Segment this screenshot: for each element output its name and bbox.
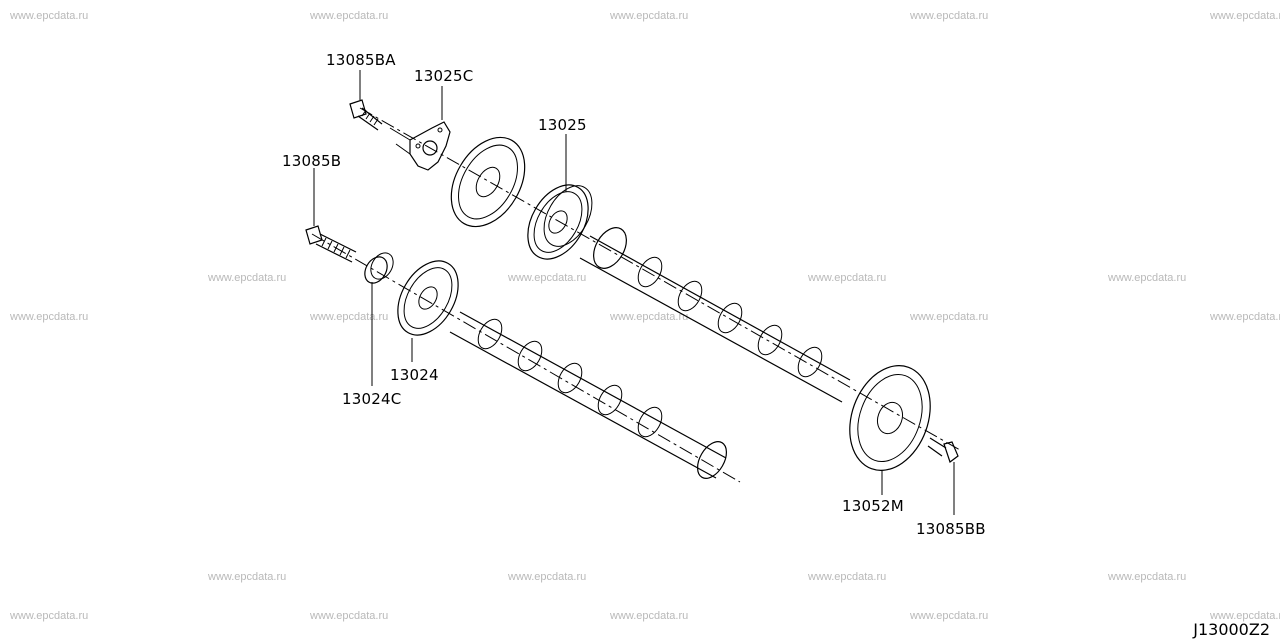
- gear-13052M: [849, 365, 931, 471]
- watermark: www.epcdata.ru: [10, 311, 89, 323]
- watermark: www.epcdata.ru: [1108, 272, 1187, 284]
- watermark: www.epcdata.ru: [910, 10, 989, 22]
- gear-13024: [397, 260, 459, 336]
- sprocket-disc: [450, 136, 526, 228]
- watermark: www.epcdata.ru: [610, 311, 689, 323]
- plate-13025C: [389, 121, 451, 171]
- label-13024: 13024: [390, 366, 439, 384]
- watermark: www.epcdata.ru: [910, 311, 989, 323]
- label-13085B: 13085B: [282, 152, 342, 170]
- watermark: www.epcdata.ru: [508, 272, 587, 284]
- label-13085BB: 13085BB: [916, 520, 986, 538]
- lower-camshaft: [449, 311, 728, 479]
- watermark: www.epcdata.ru: [10, 10, 89, 22]
- watermark: www.epcdata.ru: [508, 571, 587, 583]
- label-13025: 13025: [538, 116, 587, 134]
- watermark: www.epcdata.ru: [808, 272, 887, 284]
- diagram-code: J13000Z2: [1193, 620, 1270, 639]
- watermark: www.epcdata.ru: [208, 571, 287, 583]
- watermark: www.epcdata.ru: [310, 311, 389, 323]
- label-13025C: 13025C: [414, 67, 474, 85]
- bolt-13085BB: [927, 437, 959, 463]
- watermark: www.epcdata.ru: [10, 610, 89, 622]
- label-13052M: 13052M: [842, 497, 904, 515]
- upper-axis-line: [359, 107, 961, 451]
- gear-13025: [527, 184, 593, 260]
- watermark: www.epcdata.ru: [910, 610, 989, 622]
- watermark: www.epcdata.ru: [808, 571, 887, 583]
- watermark: www.epcdata.ru: [1210, 311, 1280, 323]
- watermark: www.epcdata.ru: [1210, 610, 1280, 622]
- bolt-13085B: [305, 225, 357, 263]
- watermark: www.epcdata.ru: [610, 10, 689, 22]
- watermark: www.epcdata.ru: [610, 610, 689, 622]
- bolt-13085BA: [349, 99, 383, 131]
- watermark: www.epcdata.ru: [310, 610, 389, 622]
- watermark: www.epcdata.ru: [1210, 10, 1280, 22]
- upper-camshaft: [579, 227, 851, 403]
- watermark: www.epcdata.ru: [1108, 571, 1187, 583]
- lower-axis-line: [311, 233, 741, 483]
- label-13085BA: 13085BA: [326, 51, 396, 69]
- watermark: www.epcdata.ru: [310, 10, 389, 22]
- label-13024C: 13024C: [342, 390, 402, 408]
- watermark: www.epcdata.ru: [208, 272, 287, 284]
- collar-13024C: [364, 252, 394, 284]
